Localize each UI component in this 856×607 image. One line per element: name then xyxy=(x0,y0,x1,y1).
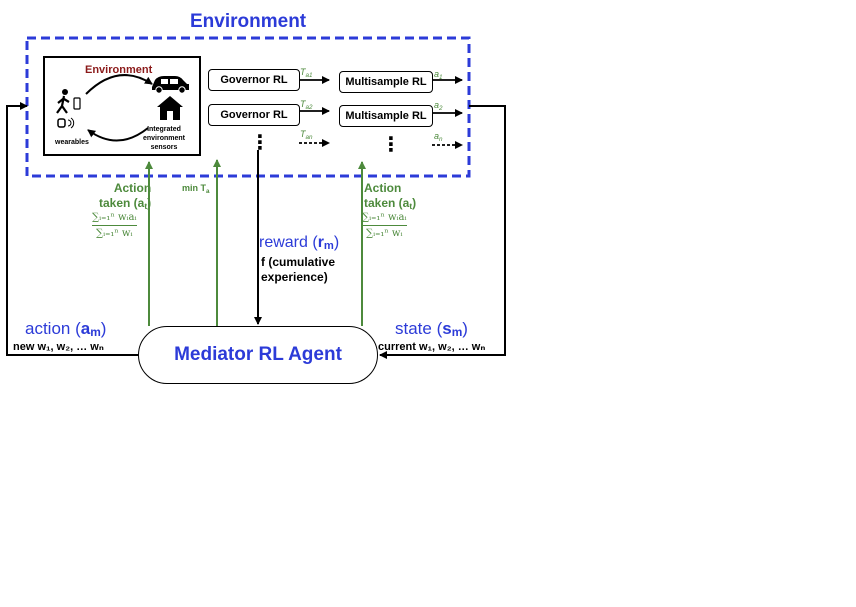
multisample-ellipsis: ⋮ xyxy=(381,134,401,156)
mediator-rl-agent-node: Mediator RL Agent xyxy=(138,326,378,384)
action-loop-arrow xyxy=(6,102,138,356)
action-taken-right-label: Action taken (at) xyxy=(364,181,417,211)
smartwatch-icon xyxy=(57,117,75,129)
multisample-output-label-2: a2 xyxy=(434,100,443,112)
sensors-label: Integrated environment sensors xyxy=(143,125,185,152)
governor-rl-box-1: Governor RL xyxy=(208,69,300,91)
reward-label: reward (rm) xyxy=(259,234,340,252)
action-weights: new w₁, w₂, … wₙ xyxy=(13,341,104,353)
governor-ellipsis: ⋮ xyxy=(250,132,270,154)
governor-rl-box-2: Governor RL xyxy=(208,104,300,126)
governor-output-label-n: Tan xyxy=(300,129,313,141)
reward-description-line2: experience) xyxy=(261,270,328,284)
multisample-rl-box-1: Multisample RL xyxy=(339,71,433,93)
action-label: action (am) xyxy=(25,319,107,339)
walking-person-icon xyxy=(56,89,70,114)
reward-description-line1: f (cumulative xyxy=(261,255,336,269)
min-ta-label: min Ta xyxy=(182,183,210,195)
governor-output-label-1: Ta1 xyxy=(300,67,313,79)
sensors-label-line1: Integrated xyxy=(147,126,181,133)
house-icon xyxy=(157,96,183,120)
sensors-label-line3: sensors xyxy=(150,144,178,151)
sensors-label-line2: environment xyxy=(143,135,186,142)
weighted-average-formula-left: ∑ᵢ₌₁ⁿ wᵢaᵢ ∑ᵢ₌₁ⁿ wᵢ xyxy=(92,212,137,239)
wearables-label: wearables xyxy=(55,139,89,146)
multisample-rl-box-2: Multisample RL xyxy=(339,105,433,127)
cycle-arrow-bottom xyxy=(87,127,149,142)
state-weights: current w₁, w₂, … wₙ xyxy=(378,341,486,353)
environment-title: Environment xyxy=(190,11,307,32)
action-taken-left-label: Action taken (at) xyxy=(99,181,152,211)
state-label: state (sm) xyxy=(395,319,468,339)
cycle-arrow-top xyxy=(85,74,153,95)
mediator-rl-agent-label: Mediator RL Agent xyxy=(174,344,342,365)
state-loop-arrow xyxy=(379,105,506,359)
car-icon xyxy=(152,76,189,94)
reward-description: f (cumulative experience) xyxy=(261,255,335,285)
weighted-average-formula-right: ∑ᵢ₌₁ⁿ wᵢaᵢ ∑ᵢ₌₁ⁿ wᵢ xyxy=(362,212,407,239)
multisample-output-label-1: a1 xyxy=(434,69,443,81)
smartphone-icon xyxy=(73,97,81,110)
multisample-output-label-n: an xyxy=(434,131,443,143)
inner-environment-title: Environment xyxy=(85,64,153,76)
governor-output-label-2: Ta2 xyxy=(300,99,313,111)
